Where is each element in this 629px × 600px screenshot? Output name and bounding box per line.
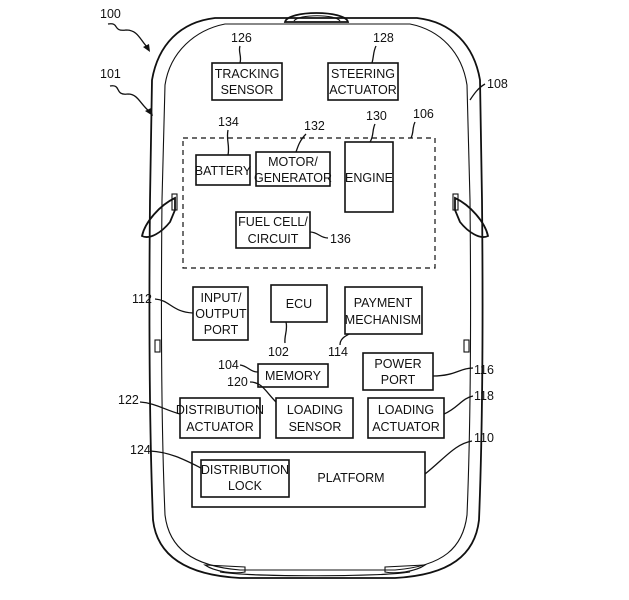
io-port-line2: OUTPUT xyxy=(195,307,247,321)
ref-112: 112 xyxy=(132,292,152,306)
left-mirror xyxy=(140,196,176,238)
ref-132: 132 xyxy=(304,119,325,133)
figure-ref-101: 101 xyxy=(100,67,153,116)
distribution-actuator-line2: ACTUATOR xyxy=(186,420,254,434)
right-door-handle xyxy=(463,339,470,353)
battery-label: BATTERY xyxy=(195,164,252,178)
right-mirror xyxy=(454,196,490,238)
steering-actuator-line1: STEERING xyxy=(331,67,395,81)
ref-118: 118 xyxy=(474,389,494,403)
loading-sensor-line2: SENSOR xyxy=(289,420,342,434)
ref-108-group: 108 xyxy=(469,77,508,101)
ref-122: 122 xyxy=(118,393,139,407)
ref-120: 120 xyxy=(227,375,248,389)
ref-102: 102 xyxy=(268,345,289,359)
tracking-sensor-line1: TRACKING xyxy=(215,67,280,81)
fuel-cell-line1: FUEL CELL/ xyxy=(238,215,308,229)
ref-134: 134 xyxy=(218,115,239,129)
ref-130: 130 xyxy=(366,109,387,123)
io-port-line1: INPUT/ xyxy=(201,291,243,305)
distribution-lock-line1: DISTRIBUTION xyxy=(201,463,289,477)
loading-actuator-line2: ACTUATOR xyxy=(372,420,440,434)
ref-104: 104 xyxy=(218,358,239,372)
tracking-sensor-block: TRACKING SENSOR 126 xyxy=(211,31,283,101)
fuel-cell-line2: CIRCUIT xyxy=(248,232,299,246)
ref-128: 128 xyxy=(373,31,394,45)
ecu-block: ECU 102 xyxy=(268,284,328,359)
power-port-line1: POWER xyxy=(374,357,421,371)
motor-generator-line1: MOTOR/ xyxy=(268,155,318,169)
power-port-line2: PORT xyxy=(381,373,416,387)
loading-sensor-line1: LOADING xyxy=(287,403,343,417)
memory-block: MEMORY 104 xyxy=(218,358,329,388)
figure-ref-100: 100 xyxy=(100,7,150,52)
memory-label: MEMORY xyxy=(265,369,322,383)
motor-generator-line2: GENERATOR xyxy=(254,171,332,185)
ref-106: 106 xyxy=(413,107,434,121)
ref-100: 100 xyxy=(100,7,121,21)
rear-light-right xyxy=(384,564,427,574)
io-port-line3: PORT xyxy=(204,323,239,337)
power-port-block: POWER PORT 116 xyxy=(362,352,494,391)
io-port-block: INPUT/ OUTPUT PORT 112 xyxy=(132,286,249,341)
ref-126: 126 xyxy=(231,31,252,45)
distribution-actuator-block: DISTRIBUTION ACTUATOR 122 xyxy=(118,393,264,439)
ref-110: 110 xyxy=(474,431,494,445)
battery-block: BATTERY 134 xyxy=(195,115,252,186)
motor-generator-block: MOTOR/ GENERATOR 132 xyxy=(254,119,332,187)
engine-block: ENGINE 130 xyxy=(344,109,394,213)
loading-actuator-block: LOADING ACTUATOR 118 xyxy=(367,389,494,439)
distribution-lock-line2: LOCK xyxy=(228,479,263,493)
ref-114: 114 xyxy=(328,345,348,359)
rear-light-left xyxy=(203,564,246,574)
engine-label: ENGINE xyxy=(345,171,393,185)
payment-line2: MECHANISM xyxy=(345,313,421,327)
distribution-lock-block: DISTRIBUTION LOCK 124 xyxy=(130,443,290,498)
tracking-sensor-line2: SENSOR xyxy=(221,83,274,97)
loading-sensor-block: LOADING SENSOR 120 xyxy=(227,375,354,439)
payment-mechanism-block: PAYMENT MECHANISM 114 xyxy=(328,286,423,359)
steering-actuator-line2: ACTUATOR xyxy=(329,83,397,97)
ref-108: 108 xyxy=(487,77,508,91)
ref-101: 101 xyxy=(100,67,121,81)
payment-line1: PAYMENT xyxy=(354,296,413,310)
ref-116: 116 xyxy=(474,363,494,377)
vehicle-body-outline xyxy=(140,12,490,579)
ref-124: 124 xyxy=(130,443,151,457)
fuel-cell-block: FUEL CELL/ CIRCUIT 136 xyxy=(235,211,351,249)
powertrain-region: 106 xyxy=(182,107,436,269)
roof-hump xyxy=(283,12,350,23)
distribution-actuator-line1: DISTRIBUTION xyxy=(176,403,264,417)
ref-136: 136 xyxy=(330,232,351,246)
ecu-label: ECU xyxy=(286,297,312,311)
loading-actuator-line1: LOADING xyxy=(378,403,434,417)
steering-actuator-block: STEERING ACTUATOR 128 xyxy=(327,31,399,101)
platform-label: PLATFORM xyxy=(317,471,384,485)
left-door-handle xyxy=(154,339,161,353)
